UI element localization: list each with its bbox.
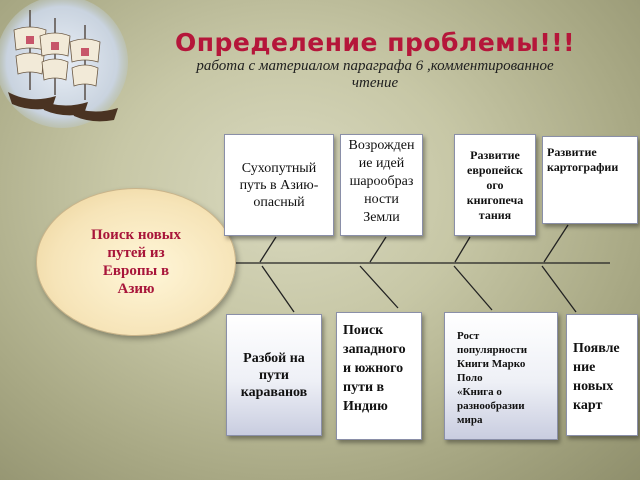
box-line: Сухопутный (241, 160, 317, 176)
box-line: Книги Марко (457, 358, 526, 370)
subtitle-line: чтение (351, 75, 399, 91)
cause-box-printing: Развитие европейск ого книгопеча тания (454, 134, 536, 236)
box-line: пути в (343, 380, 385, 395)
box-line: тания (478, 207, 512, 222)
box-line: книгопеча (466, 192, 524, 207)
box-line: карт (573, 398, 603, 413)
box-line: опасный (253, 194, 305, 210)
box-line: Поло (457, 372, 483, 384)
central-problem-circle: Поиск новых путей из Европы в Азию (36, 188, 236, 336)
box-line: пути (258, 367, 289, 383)
box-line: ности (364, 192, 399, 207)
subtitle-line: работа с материалом параграфа 6 ,коммент… (196, 58, 554, 74)
cause-box-robbery: Разбой на пути караванов (226, 314, 322, 436)
box-line: Индию (343, 399, 388, 414)
box-line: ие идей (358, 156, 405, 171)
slide-subtitle: работа с материалом параграфа 6 ,коммент… (150, 58, 600, 92)
box-line: европейск (467, 162, 523, 177)
cause-box-new-maps: Появле ние новых карт (566, 314, 638, 436)
box-line: Рост (457, 330, 480, 342)
box-line: Земли (363, 210, 400, 225)
fishbone-bone (541, 265, 577, 313)
fishbone-bone (454, 236, 471, 263)
box-line: новых (573, 379, 614, 394)
fishbone-bone (359, 265, 399, 309)
ships-illustration (0, 0, 128, 128)
circle-line: Поиск новых (91, 227, 181, 243)
fishbone-bone (453, 265, 493, 311)
circle-line: Европы в (102, 263, 170, 279)
box-line: Возрожден (348, 138, 415, 153)
box-line: Развитие (470, 147, 520, 162)
box-line: Появле (573, 341, 620, 356)
box-line: караванов (240, 384, 308, 400)
slide-title: Определение проблемы!!! (174, 28, 576, 57)
box-line: шарообраз (349, 174, 414, 189)
circle-line: путей из (107, 245, 165, 261)
box-line: ние (573, 360, 596, 375)
cause-box-sphericity: Возрожден ие идей шарообраз ности Земли (340, 134, 423, 236)
cause-box-marco-polo: Рост популярности Книги Марко Поло «Книг… (444, 312, 558, 440)
box-line: Развитие (547, 145, 597, 159)
circle-line: Азию (117, 281, 155, 297)
box-line: ого (486, 177, 504, 192)
box-line: популярности (457, 344, 528, 356)
box-line: и южного (343, 361, 404, 376)
box-line: Поиск (343, 323, 384, 338)
cause-box-cartography: Развитие картографии (542, 136, 638, 224)
cause-box-route-search: Поиск западного и южного пути в Индию (336, 312, 422, 440)
box-line: путь в Азию- (239, 177, 319, 193)
fishbone-bone (261, 265, 295, 313)
fishbone-bone (543, 224, 569, 263)
fishbone-bone (259, 236, 277, 263)
fishbone-bone (369, 236, 387, 263)
box-line: «Книга о (457, 386, 502, 398)
box-line: картографии (547, 160, 619, 174)
box-line: Разбой на (243, 350, 305, 366)
box-line: разнообразии (457, 400, 525, 412)
box-line: западного (343, 342, 406, 357)
box-line: мира (457, 414, 483, 426)
cause-box-overland-route: Сухопутный путь в Азию- опасный (224, 134, 334, 236)
